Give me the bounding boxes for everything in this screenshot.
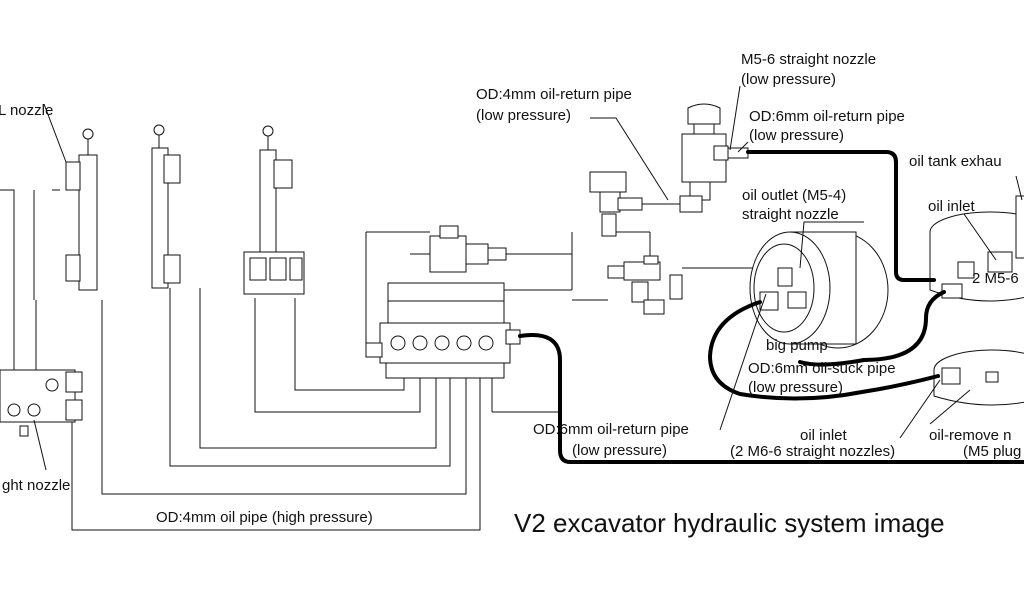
low-pressure-pipes <box>518 150 1024 464</box>
label-m56-nozzle-2: (low pressure) <box>741 71 836 88</box>
label-l-nozzle: L nozzle <box>0 102 53 119</box>
diagram-title: V2 excavator hydraulic system image <box>514 508 945 538</box>
label-od4-return-2: (low pressure) <box>476 107 571 124</box>
leader-lines <box>43 85 1023 439</box>
label-od6-return-top-2: (low pressure) <box>749 127 844 144</box>
cylinder-2 <box>151 124 181 289</box>
label-oil-remove-2: (M5 plug <box>963 443 1021 460</box>
label-oil-inlet-tank: oil inlet <box>928 198 976 215</box>
label-oil-inlet-pump-1: oil inlet <box>800 427 848 444</box>
label-od6-return-bottom-2: (low pressure) <box>572 442 667 459</box>
label-big-pump: big pump <box>766 337 828 354</box>
tee-fitting <box>572 231 770 315</box>
big-pump <box>749 231 889 349</box>
label-oil-outlet-1: oil outlet (M5-4) <box>742 187 846 204</box>
label-od6-return-top-1: OD:6mm oil-return pipe <box>749 108 905 125</box>
label-tank-exhaust: oil tank exhau <box>909 153 1002 170</box>
label-od6-suck-1: OD:6mm oil-suck pipe <box>748 360 896 377</box>
top-valve <box>679 103 749 213</box>
label-od4-return-1: OD:4mm oil-return pipe <box>476 86 632 103</box>
left-manifold <box>0 369 83 471</box>
label-oil-remove-1: oil-remove n <box>929 427 1012 444</box>
control-valve <box>365 231 573 413</box>
high-pressure-pipes <box>0 189 481 531</box>
relief-valve <box>410 225 572 273</box>
oil-tank-lower <box>933 349 1024 406</box>
label-od4-oil-pipe-high: OD:4mm oil pipe (high pressure) <box>156 509 373 526</box>
cylinder-1 <box>65 128 98 291</box>
label-oil-outlet-2: straight nozzle <box>742 206 839 223</box>
cylinder-3 <box>243 125 305 295</box>
label-od6-suck-2: (low pressure) <box>748 379 843 396</box>
label-od6-return-bottom-1: OD:6mm oil-return pipe <box>533 421 689 438</box>
small-filter <box>589 171 680 237</box>
label-m56-nozzle-1: M5-6 straight nozzle <box>741 51 876 68</box>
label-oil-inlet-pump-2: (2 M6-6 straight nozzles) <box>730 443 895 460</box>
label-m56-right: 2 M5-6 <box>972 270 1019 287</box>
label-straight-nozzle-left: ght nozzle <box>2 477 70 494</box>
